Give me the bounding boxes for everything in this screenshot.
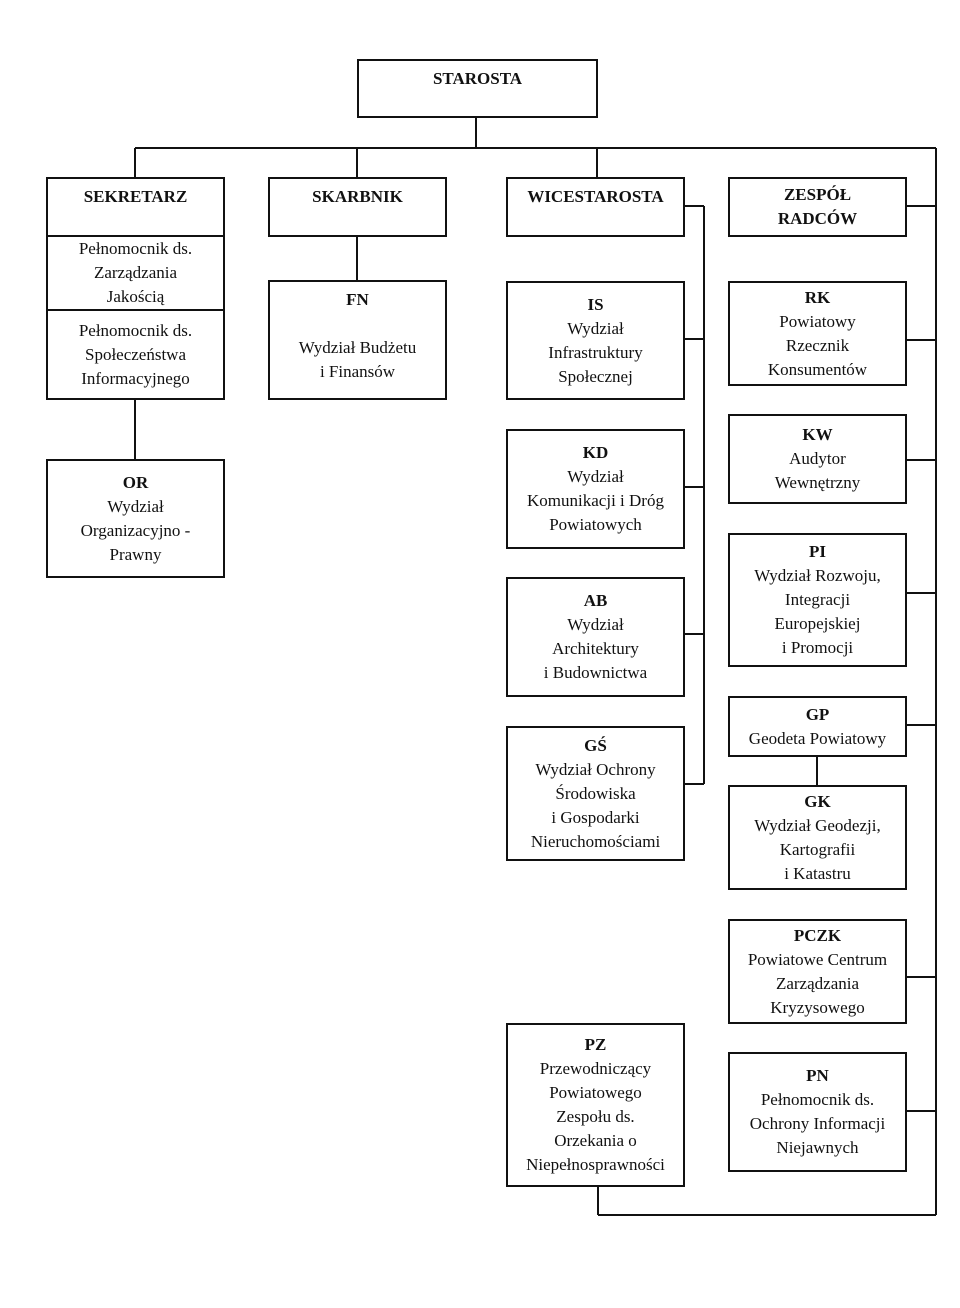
kd-line: Powiatowych xyxy=(549,515,642,534)
fn-line: Wydział Budżetu xyxy=(298,338,417,357)
pi-line: Integracji xyxy=(784,590,851,609)
ab-line: Architektury xyxy=(552,639,639,658)
is-line: Wydział xyxy=(567,318,624,338)
pz-line: Przewodniczący xyxy=(539,1059,652,1078)
is-line: Infrastruktury xyxy=(548,342,643,362)
gk-line: i Katastru xyxy=(784,863,851,883)
pczk-box: PCZK Powiatowe Centrum Zarządzania Kryzy… xyxy=(728,919,907,1024)
pi-line: i Promocji xyxy=(781,638,854,657)
is-code: IS xyxy=(587,294,604,314)
gk-code: GK xyxy=(804,791,831,811)
kd-line: Komunikacji i Dróg xyxy=(527,491,664,510)
is-box: IS Wydział Infrastruktury Społecznej xyxy=(506,281,685,400)
pn-box: PN Pełnomocnik ds. Ochrony Informacji Ni… xyxy=(728,1052,907,1172)
gp-line: Geodeta Powiatowy xyxy=(748,728,887,748)
gp-box: GP Geodeta Powiatowy xyxy=(728,696,907,757)
wicestarosta-title: WICESTAROSTA xyxy=(527,187,664,206)
pi-line: Wydział Rozwoju, xyxy=(754,566,881,585)
pn-line: Niejawnych xyxy=(776,1138,859,1157)
is-line: Społecznej xyxy=(558,366,633,386)
kw-line: Wewnętrzny xyxy=(774,473,861,492)
gs-line: i Gospodarki xyxy=(551,807,640,827)
pelnomocnik-spoleczenstwo-line: Informacyjnego xyxy=(81,368,190,388)
ab-box: AB Wydział Architektury i Budownictwa xyxy=(506,577,685,697)
pelnomocnik-jakosc-line: Jakością xyxy=(106,287,165,306)
gk-box: GK Wydział Geodezji, Kartografii i Katas… xyxy=(728,785,907,890)
rk-code: RK xyxy=(804,287,831,307)
ab-line: i Budownictwa xyxy=(543,663,648,682)
pelnomocnik-spoleczenstwo-line: Pełnomocnik ds. xyxy=(78,320,193,340)
pelnomocnik-spoleczenstwo-box: Pełnomocnik ds. Społeczeństwa Informacyj… xyxy=(46,309,225,400)
fn-code: FN xyxy=(346,290,369,309)
pn-line: Ochrony Informacji xyxy=(749,1114,886,1133)
pz-line: Niepełnosprawności xyxy=(526,1155,665,1174)
ab-code: AB xyxy=(583,591,608,610)
pczk-line: Zarządzania xyxy=(775,973,860,993)
pz-box: PZ Przewodniczący Powiatowego Zespołu ds… xyxy=(506,1023,685,1187)
or-line: Prawny xyxy=(109,544,162,564)
pelnomocnik-jakosc-box: Pełnomocnik ds. Zarządzania Jakością xyxy=(46,235,225,311)
gs-box: GŚ Wydział Ochrony Środowiska i Gospodar… xyxy=(506,726,685,861)
sekretarz-box: SEKRETARZ xyxy=(46,177,225,237)
pi-line: Europejskiej xyxy=(774,614,861,633)
skarbnik-box: SKARBNIK xyxy=(268,177,447,237)
rk-box: RK Powiatowy Rzecznik Konsumentów xyxy=(728,281,907,386)
skarbnik-title: SKARBNIK xyxy=(312,187,403,206)
gs-line: Nieruchomościami xyxy=(530,831,661,851)
kw-code: KW xyxy=(802,425,833,444)
pn-line: Pełnomocnik ds. xyxy=(760,1090,875,1109)
pczk-code: PCZK xyxy=(793,925,842,945)
rk-line: Rzecznik xyxy=(785,335,850,355)
pn-code: PN xyxy=(806,1066,829,1085)
zespol-radcow-title: ZESPÓŁ xyxy=(783,185,852,204)
or-line: Wydział xyxy=(107,496,164,516)
or-line: Organizacyjno - xyxy=(80,520,191,540)
gs-code: GŚ xyxy=(584,735,607,755)
pz-line: Powiatowego xyxy=(549,1083,642,1102)
pz-code: PZ xyxy=(584,1035,607,1054)
wicestarosta-box: WICESTAROSTA xyxy=(506,177,685,237)
pelnomocnik-jakosc-line: Zarządzania xyxy=(93,263,178,282)
ab-line: Wydział xyxy=(567,615,624,634)
pz-line: Zespołu ds. xyxy=(556,1107,635,1126)
kd-line: Wydział xyxy=(567,467,624,486)
pelnomocnik-spoleczenstwo-line: Społeczeństwa xyxy=(84,344,187,364)
pelnomocnik-jakosc-line: Pełnomocnik ds. xyxy=(78,239,193,258)
pi-box: PI Wydział Rozwoju, Integracji Europejsk… xyxy=(728,533,907,667)
gk-line: Kartografii xyxy=(779,839,856,859)
gp-code: GP xyxy=(805,704,830,724)
or-code: OR xyxy=(122,472,149,492)
starosta-title: STAROSTA xyxy=(432,69,523,88)
pczk-line: Kryzysowego xyxy=(770,997,865,1017)
sekretarz-title: SEKRETARZ xyxy=(83,187,188,206)
gs-line: Wydział Ochrony xyxy=(535,759,656,779)
fn-box: FN Wydział Budżetu i Finansów xyxy=(268,280,447,400)
or-box: OR Wydział Organizacyjno - Prawny xyxy=(46,459,225,578)
pz-line: Orzekania o xyxy=(554,1131,637,1150)
gk-line: Wydział Geodezji, xyxy=(754,815,881,835)
starosta-box: STAROSTA xyxy=(357,59,598,118)
kw-line: Audytor xyxy=(789,449,846,468)
fn-line: i Finansów xyxy=(319,362,396,381)
gs-line: Środowiska xyxy=(555,783,636,803)
pczk-line: Powiatowe Centrum xyxy=(747,949,888,969)
rk-line: Powiatowy xyxy=(779,311,856,331)
rk-line: Konsumentów xyxy=(767,359,868,379)
zespol-radcow-title: RADCÓW xyxy=(777,209,858,228)
kd-code: KD xyxy=(582,443,609,462)
zespol-radcow-box: ZESPÓŁ RADCÓW xyxy=(728,177,907,237)
pi-code: PI xyxy=(809,542,826,561)
kw-box: KW Audytor Wewnętrzny xyxy=(728,414,907,504)
kd-box: KD Wydział Komunikacji i Dróg Powiatowyc… xyxy=(506,429,685,549)
